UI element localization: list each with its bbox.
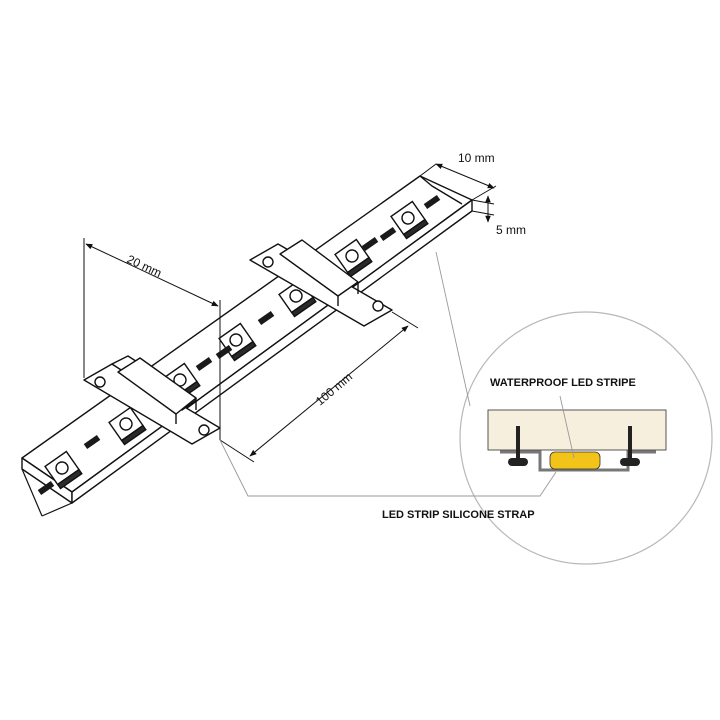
resistor bbox=[257, 310, 275, 326]
led-chip bbox=[334, 238, 373, 278]
led-stripe-section bbox=[549, 451, 601, 470]
strip-end-detail bbox=[419, 175, 463, 205]
strip-end-line-2 bbox=[41, 502, 73, 517]
dim-width bbox=[419, 163, 497, 201]
resistors bbox=[37, 194, 441, 496]
resistor bbox=[37, 480, 55, 496]
led-chip bbox=[44, 450, 83, 490]
stripe-pointer bbox=[559, 395, 575, 459]
strap-profile bbox=[500, 450, 656, 472]
led-chip bbox=[390, 200, 429, 240]
dim-height bbox=[471, 195, 495, 223]
silicone-strap-label: LED STRIP SILICONE STRAP bbox=[382, 509, 535, 521]
resistor bbox=[83, 434, 101, 450]
width-label: 10 mm bbox=[458, 151, 495, 165]
silicone-strap-right bbox=[249, 239, 393, 327]
mounting-surface bbox=[487, 409, 667, 451]
resistor bbox=[423, 194, 441, 210]
led-chips bbox=[44, 200, 429, 490]
waterproof-stripe-label: WATERPROOF LED STRIPE bbox=[490, 377, 636, 389]
strip-side-face bbox=[71, 199, 473, 504]
strip-end-line bbox=[21, 468, 43, 517]
dim-20mm bbox=[83, 238, 221, 440]
led-chip bbox=[108, 406, 147, 446]
profile-section bbox=[487, 395, 667, 472]
silicone-strap-left bbox=[83, 355, 221, 445]
spacing-100-label: 100 mm bbox=[313, 370, 355, 409]
resistor bbox=[361, 236, 379, 252]
leader-lines bbox=[219, 251, 557, 497]
height-label: 5 mm bbox=[496, 223, 526, 237]
screw-right bbox=[620, 426, 640, 466]
spacing-20-label: 20 mm bbox=[125, 252, 164, 280]
strap-leader bbox=[219, 439, 557, 497]
screw-left bbox=[508, 426, 528, 466]
stripe-leader bbox=[435, 251, 471, 407]
resistor bbox=[195, 356, 213, 372]
dim-100mm bbox=[219, 311, 419, 463]
resistor bbox=[379, 226, 397, 242]
